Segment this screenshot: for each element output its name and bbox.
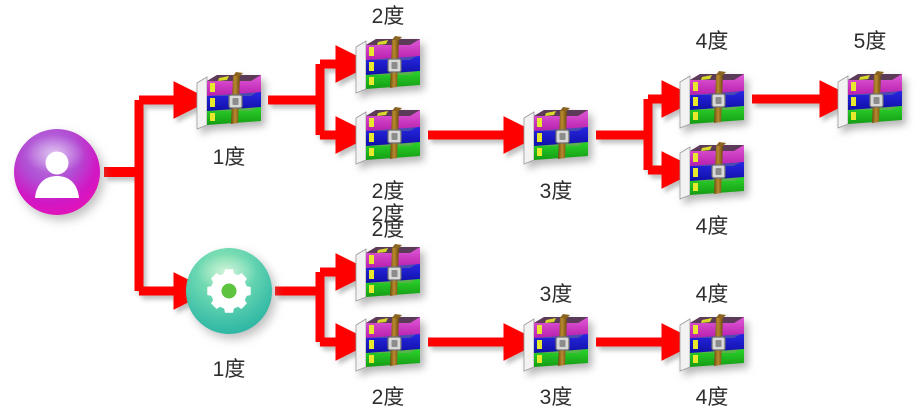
gear-icon[interactable] bbox=[185, 247, 273, 335]
archive-icon[interactable] bbox=[352, 309, 424, 375]
archive-icon[interactable] bbox=[676, 309, 748, 375]
node-label-t2a: 2度 bbox=[371, 5, 405, 28]
archive-icon[interactable] bbox=[352, 239, 424, 305]
node-label-t1: 1度 bbox=[212, 146, 246, 169]
node-label-t4b: 4度 bbox=[695, 215, 729, 238]
node-label-b4b: 4度 bbox=[695, 386, 729, 409]
node-label-t3: 3度 bbox=[539, 180, 573, 203]
node-label-t4a: 4度 bbox=[695, 30, 729, 53]
archive-icon[interactable] bbox=[193, 67, 265, 133]
archive-icon[interactable] bbox=[352, 102, 424, 168]
node-label-t2b2: 2度 bbox=[371, 203, 405, 226]
archive-icon[interactable] bbox=[676, 137, 748, 203]
archive-icon[interactable] bbox=[520, 309, 592, 375]
archive-icon[interactable] bbox=[520, 102, 592, 168]
node-label-b2b: 2度 bbox=[371, 386, 405, 409]
node-label-b2a: 2度 bbox=[371, 218, 405, 241]
node-label-b3b: 3度 bbox=[539, 386, 573, 409]
node-label-b3a: 3度 bbox=[539, 283, 573, 306]
node-label-t5: 5度 bbox=[853, 30, 887, 53]
archive-icon[interactable] bbox=[352, 31, 424, 97]
node-label-t2b: 2度 bbox=[371, 180, 405, 203]
node-label-b4a: 4度 bbox=[695, 283, 729, 306]
node-label-gear: 1度 bbox=[212, 358, 246, 381]
user-icon[interactable] bbox=[13, 128, 101, 216]
archive-icon[interactable] bbox=[676, 66, 748, 132]
archive-icon[interactable] bbox=[834, 66, 906, 132]
